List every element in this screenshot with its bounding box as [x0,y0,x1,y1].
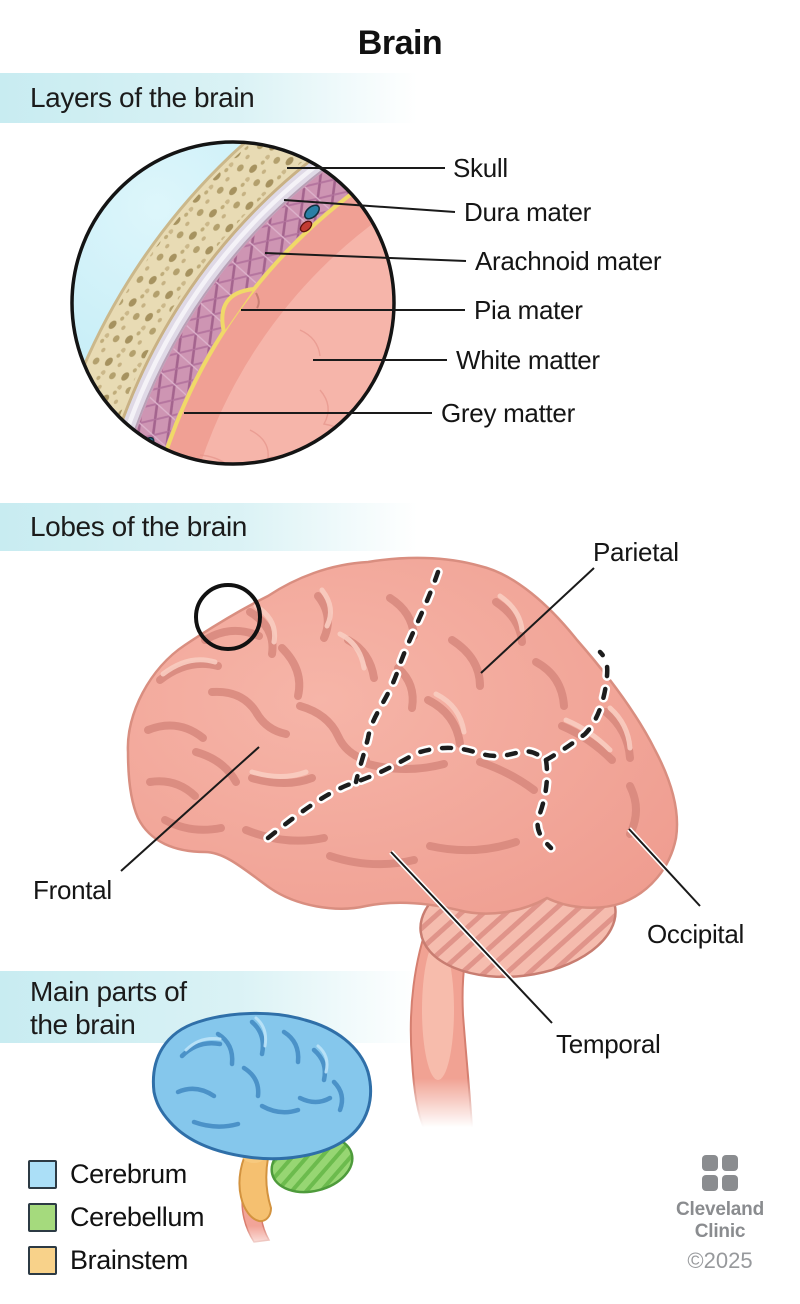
layer-leader-lines [184,167,467,414]
brand-name-line1: Cleveland [676,1199,764,1220]
lobe-leader-lines [120,567,702,1025]
label-frontal: Frontal [33,875,112,905]
label-temporal: Temporal [556,1029,661,1059]
section-header-layers-text: Layers of the brain [30,82,255,113]
section-header-lobes-text: Lobes of the brain [30,511,247,542]
cerebrum-sulci [144,592,640,869]
legend-row-cerebrum: Cerebrum [28,1159,204,1189]
main-parts-legend: Cerebrum Cerebellum Brainstem [28,1159,205,1290]
small-cerebrum-highlights [184,1016,329,1074]
main-parts-heading-line1: Main parts of [30,976,187,1007]
label-pia-mater: Pia mater [474,295,583,325]
lobes-brain-illustration [126,556,679,1136]
label-occipital: Occipital [647,919,744,949]
leader-line-frontal [120,746,260,872]
legend-swatch-cerebrum [28,1160,57,1189]
label-grey-matter: Grey matter [441,398,576,428]
brainstem-highlight [422,940,454,1080]
inset-reference-circle [194,583,262,651]
gyrus-bump-pia [220,287,255,333]
label-parietal: Parietal [593,537,679,567]
cleveland-clinic-logo-icon [702,1155,738,1191]
leader-line-occipital [628,828,701,907]
legend-label-brainstem: Brainstem [70,1245,188,1275]
label-skull: Skull [453,153,508,183]
circle-border [70,140,396,466]
leader-line-temporal [390,851,553,1024]
section-header-layers: Layers of the brain [0,73,430,123]
brand-name-line2: Clinic [694,1221,746,1242]
main-parts-heading-line2: the brain [30,1009,136,1040]
small-cerebrum-sulci [175,1019,345,1129]
parieto-occipital-dashed [543,649,610,763]
label-white-matter: White matter [456,345,600,375]
lobe-boundaries [263,567,612,853]
legend-row-cerebellum: Cerebellum [28,1202,205,1232]
label-arachnoid-mater: Arachnoid mater [475,246,662,276]
legend-swatch-brainstem [28,1246,57,1275]
legend-label-cerebrum: Cerebrum [70,1159,187,1189]
sulcus-notch [255,292,260,309]
layers-circle-illustration [70,140,396,466]
brainstem-fade [400,1078,490,1136]
small-stem-fade [235,1226,277,1256]
page-title: Brain [357,24,443,62]
legend-row-brainstem: Brainstem [28,1245,204,1275]
leader-line-parietal [480,567,595,674]
legend-label-cerebellum: Cerebellum [70,1202,205,1232]
legend-swatch-cerebellum [28,1203,57,1232]
main-parts-brain-illustration [151,1011,373,1256]
label-dura-mater: Dura mater [464,197,592,227]
copyright-text: ©2025 [687,1248,753,1273]
central-sulcus-dashed [353,569,441,785]
leader-line-dura [283,199,456,213]
section-header-lobes: Lobes of the brain [0,503,430,551]
cleveland-clinic-logo: Cleveland Clinic ©2025 [668,1155,772,1274]
leader-line-arachnoid [264,252,467,262]
